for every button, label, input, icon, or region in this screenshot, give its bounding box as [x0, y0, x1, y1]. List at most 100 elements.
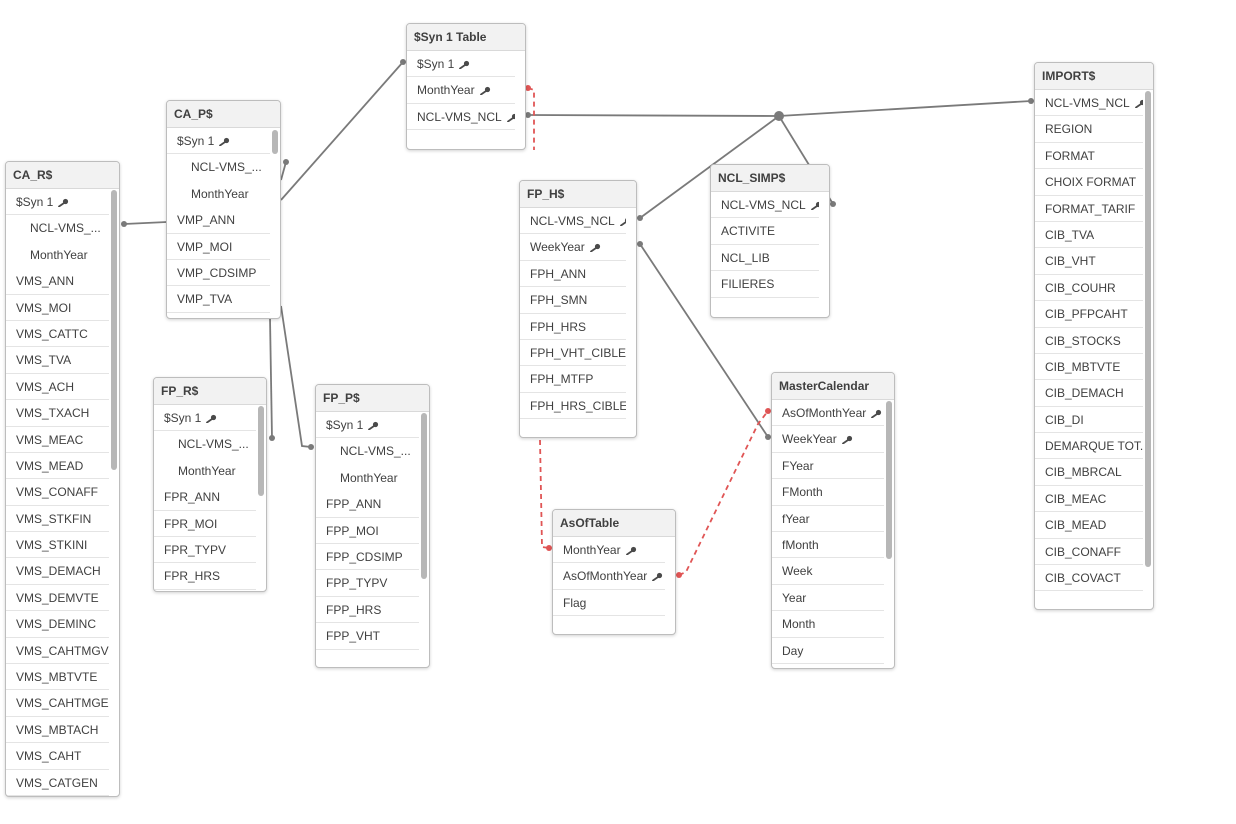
field-row[interactable]: $Syn 1 — [407, 51, 515, 78]
field-row[interactable]: CIB_DI — [1035, 407, 1143, 434]
field-row[interactable]: FPR_HRS — [154, 563, 256, 590]
field-row[interactable]: CIB_MEAD — [1035, 512, 1143, 539]
field-row[interactable]: fYear — [772, 506, 884, 532]
field-row[interactable]: FPR_MOI — [154, 511, 256, 537]
field-row[interactable]: FPH_MTFP — [520, 366, 626, 393]
field-row[interactable]: WeekYear — [520, 234, 626, 261]
field-row[interactable]: FPP_TYPV — [316, 570, 419, 597]
table-title[interactable]: FP_H$ — [520, 181, 636, 208]
field-row[interactable]: FPH_SMN — [520, 287, 626, 314]
field-row[interactable]: FMonth — [772, 479, 884, 506]
scrollbar[interactable] — [886, 401, 892, 559]
field-row[interactable]: Year — [772, 585, 884, 612]
field-row[interactable]: CIB_MEAC — [1035, 486, 1143, 513]
field-row[interactable]: VMS_STKFIN — [6, 506, 109, 533]
field-row[interactable]: VMS_CONAFF — [6, 479, 109, 506]
field-row[interactable]: FPP_CDSIMP — [316, 544, 419, 571]
field-row[interactable]: VMS_CAHT — [6, 743, 109, 770]
field-row[interactable]: VMS_CATGEN — [6, 770, 109, 796]
field-row[interactable]: CIB_VHT — [1035, 248, 1143, 275]
field-row[interactable]: CIB_COUHR — [1035, 275, 1143, 302]
field-row[interactable]: VMS_MBTACH — [6, 717, 109, 744]
field-row[interactable]: fMonth — [772, 532, 884, 559]
scrollbar[interactable] — [1145, 91, 1151, 567]
scrollbar[interactable] — [258, 406, 264, 496]
field-row[interactable]: CIB_TVA — [1035, 222, 1143, 249]
field-row[interactable]: NCL-VMS_... — [316, 438, 419, 464]
field-row[interactable]: NCL-VMS_... — [154, 431, 256, 457]
field-row[interactable]: FPH_VHT_CIBLE — [520, 340, 626, 367]
field-row[interactable]: VMS_STKINI — [6, 532, 109, 559]
field-row[interactable]: VMS_DEMVTE — [6, 585, 109, 612]
field-row[interactable]: Flag — [553, 590, 665, 617]
field-row[interactable]: CIB_STOCKS — [1035, 328, 1143, 354]
field-row[interactable]: VMS_MOI — [6, 295, 109, 321]
field-row[interactable]: NCL-VMS_NCL — [407, 104, 515, 131]
field-row[interactable]: $Syn 1 — [316, 412, 419, 439]
scrollbar[interactable] — [421, 413, 427, 579]
field-row[interactable]: VMS_CAHTMGV — [6, 638, 109, 665]
field-row[interactable]: MonthYear — [316, 465, 419, 491]
field-row[interactable]: AsOfMonthYear — [772, 400, 884, 427]
field-row[interactable]: FORMAT_TARIF — [1035, 196, 1143, 222]
table-title[interactable]: FP_P$ — [316, 385, 429, 412]
field-row[interactable]: CIB_COVACT — [1035, 565, 1143, 592]
table-title[interactable]: FP_R$ — [154, 378, 266, 405]
field-row[interactable]: VMS_ANN — [6, 268, 109, 295]
field-row[interactable]: MonthYear — [407, 77, 515, 104]
field-row[interactable]: MonthYear — [154, 458, 256, 484]
field-row[interactable]: CIB_MBRCAL — [1035, 459, 1143, 486]
field-row[interactable]: NCL-VMS_... — [6, 215, 109, 241]
field-row[interactable]: NCL-VMS_NCL — [520, 208, 626, 235]
scrollbar[interactable] — [111, 190, 117, 470]
field-row[interactable]: VMP_ANN — [167, 207, 270, 234]
field-row[interactable]: CIB_MBTVTE — [1035, 354, 1143, 381]
table-title[interactable]: AsOfTable — [553, 510, 675, 537]
field-row[interactable]: $Syn 1 — [6, 189, 109, 216]
field-row[interactable]: FPP_MOI — [316, 518, 419, 544]
field-row[interactable]: FPP_VHT — [316, 623, 419, 650]
field-row[interactable]: NCL_LIB — [711, 245, 819, 272]
field-row[interactable]: ACTIVITE — [711, 218, 819, 245]
field-row[interactable]: $Syn 1 — [154, 405, 256, 432]
table-title[interactable]: CA_P$ — [167, 101, 280, 128]
field-row[interactable]: FYear — [772, 453, 884, 480]
field-row[interactable]: VMS_DEMINC — [6, 611, 109, 638]
field-row[interactable]: VMS_MBTVTE — [6, 664, 109, 691]
table-title[interactable]: CA_R$ — [6, 162, 119, 189]
field-row[interactable]: NCL-VMS_NCL — [711, 192, 819, 219]
field-row[interactable]: CIB_PFPCAHT — [1035, 301, 1143, 328]
field-row[interactable]: Month — [772, 611, 884, 638]
field-row[interactable]: MonthYear — [167, 181, 270, 207]
field-row[interactable]: REGION — [1035, 116, 1143, 143]
field-row[interactable]: Day — [772, 638, 884, 664]
table-title[interactable]: $Syn 1 Table — [407, 24, 525, 51]
field-row[interactable]: CIB_CONAFF — [1035, 539, 1143, 566]
field-row[interactable]: FPR_ANN — [154, 484, 256, 511]
field-row[interactable]: VMP_TVA — [167, 286, 270, 313]
field-row[interactable]: DEMARQUE TOT. — [1035, 433, 1143, 460]
field-row[interactable]: CHOIX FORMAT — [1035, 169, 1143, 196]
field-row[interactable]: CIB_DEMACH — [1035, 380, 1143, 407]
scrollbar[interactable] — [272, 130, 278, 154]
table-title[interactable]: NCL_SIMP$ — [711, 165, 829, 192]
field-row[interactable]: NCL-VMS_... — [167, 154, 270, 180]
field-row[interactable]: FPH_HRS — [520, 314, 626, 340]
field-row[interactable]: FORMAT — [1035, 143, 1143, 170]
